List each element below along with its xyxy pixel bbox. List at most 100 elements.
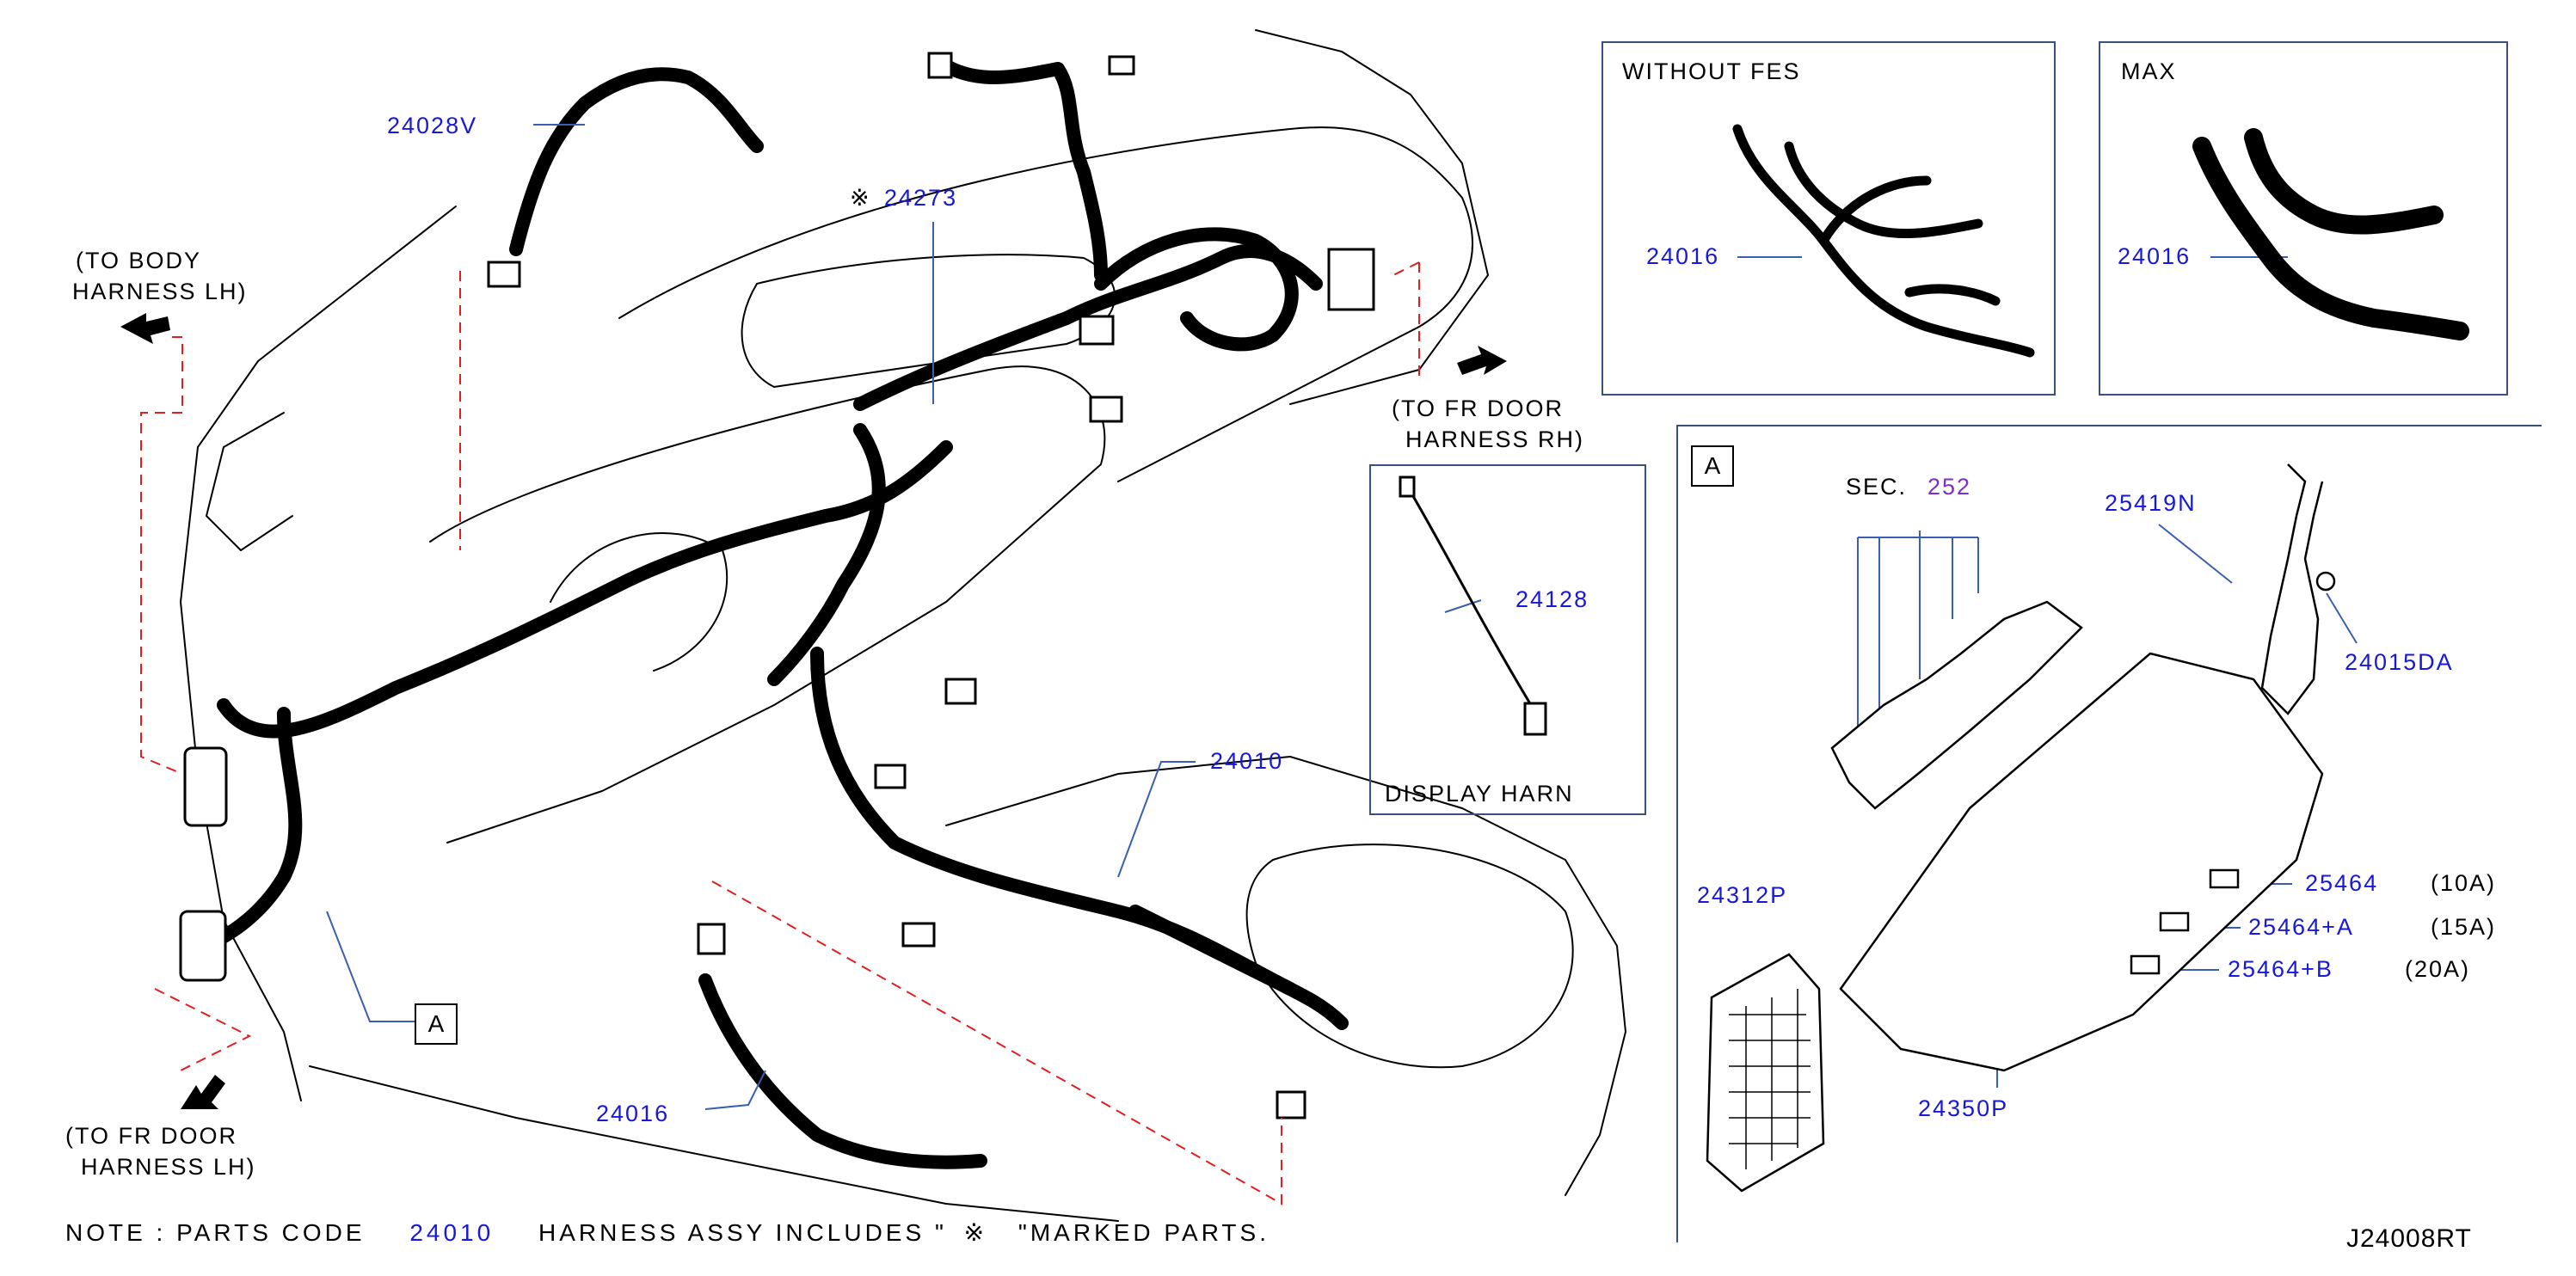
harness-left-branch xyxy=(200,707,303,953)
part-link-24028V[interactable]: 24028V xyxy=(387,113,478,138)
arrow-fr-door-rh-icon xyxy=(1457,346,1507,375)
part-link-25464B[interactable]: 25464+B xyxy=(2228,956,2333,982)
label-without-fes: WITHOUT FES xyxy=(1622,58,1801,84)
harness-max xyxy=(2192,128,2469,340)
detail-frame-max xyxy=(2099,41,2508,396)
link-sec-252[interactable]: 252 xyxy=(1927,474,1972,500)
lower-panel xyxy=(309,1065,1119,1222)
fuse-15A xyxy=(2159,911,2190,932)
label-to-body-harness-lh-2: HARNESS LH) xyxy=(72,279,248,304)
label-amp-20: (20A) xyxy=(2405,956,2471,982)
display-harn-connector xyxy=(1399,475,1416,498)
label-amp-15: (15A) xyxy=(2431,914,2497,940)
label-to-fr-door-rh-2: HARNESS RH) xyxy=(1405,426,1585,452)
part-link-24312P[interactable]: 24312P xyxy=(1697,882,1788,908)
label-display-harn: DISPLAY HARN xyxy=(1385,781,1574,807)
label-to-fr-door-lh-1: (TO FR DOOR xyxy=(65,1123,237,1149)
harness-center-drop xyxy=(767,423,886,686)
guide-fr-door-rh xyxy=(1393,261,1420,378)
connector xyxy=(183,746,228,827)
connector xyxy=(874,764,907,789)
part-link-25464A[interactable]: 25464+A xyxy=(2248,914,2354,940)
note-marked-symbol-icon: ※ xyxy=(963,1219,988,1246)
connector xyxy=(1108,55,1135,76)
dash-outline-center xyxy=(429,365,1106,844)
console-body xyxy=(945,756,1626,1196)
detail-frame-display-harn xyxy=(1369,464,1646,815)
leader-24128 xyxy=(1444,599,1482,613)
harness-without-fes xyxy=(1732,124,2035,358)
guide-24016 xyxy=(711,880,1282,1205)
connector xyxy=(1327,248,1375,311)
leader-24010 xyxy=(1117,761,1196,878)
dash-right-wing xyxy=(1255,29,1489,405)
label-to-fr-door-lh-2: HARNESS LH) xyxy=(81,1154,256,1180)
note-suffix: "MARKED PARTS. xyxy=(1017,1219,1270,1246)
part-link-24010[interactable]: 24010 xyxy=(1210,748,1284,774)
display-harn-wire xyxy=(1409,491,1533,706)
callout-a-main[interactable]: A xyxy=(415,1003,458,1045)
label-to-body-harness-lh-1: (TO BODY xyxy=(76,248,202,273)
connector xyxy=(179,910,227,982)
leader-sec-252 xyxy=(1857,531,1979,739)
leader-24016 xyxy=(704,1070,766,1110)
connector xyxy=(487,261,521,288)
callout-a-section[interactable]: A xyxy=(1691,445,1734,487)
label-max: MAX xyxy=(2121,58,2177,84)
fuse-block-body xyxy=(1839,652,2324,1072)
fuse-relay-stack xyxy=(1830,600,2083,810)
part-link-24016-max[interactable]: 24016 xyxy=(2118,243,2192,269)
connector xyxy=(927,52,953,79)
label-to-fr-door-rh-1: (TO FR DOOR xyxy=(1392,396,1564,421)
display-harn-connector xyxy=(1523,702,1547,736)
note-prefix: NOTE : PARTS CODE xyxy=(65,1219,366,1246)
cover-grille xyxy=(1729,989,1811,1169)
connector xyxy=(901,922,936,948)
label-amp-10: (10A) xyxy=(2431,870,2497,896)
arrow-body-harness-icon xyxy=(120,313,170,344)
dash-outline-top xyxy=(618,126,1473,482)
harness-lower-run xyxy=(810,647,1297,996)
harness-right-cluster xyxy=(1094,227,1299,352)
part-link-24015DA[interactable]: 24015DA xyxy=(2345,649,2454,675)
part-link-24128[interactable]: 24128 xyxy=(1515,586,1589,612)
leader-24015DA xyxy=(2326,592,2358,644)
fuse-20A xyxy=(2130,954,2161,975)
arrow-fr-door-lh-icon xyxy=(181,1075,225,1109)
console-lid xyxy=(1245,844,1574,1069)
connector xyxy=(697,923,726,955)
harness-24016-loop xyxy=(698,973,987,1169)
part-link-24350P[interactable]: 24350P xyxy=(1918,1095,2009,1121)
left-bracket xyxy=(206,412,293,551)
bolt-24015DA xyxy=(2315,571,2336,592)
dash-windshield xyxy=(741,254,1116,388)
marked-symbol-icon: ※ xyxy=(850,185,871,211)
dash-outline-left xyxy=(180,206,457,1101)
panel-a-frame xyxy=(1676,425,2542,1242)
harness-24028V xyxy=(509,67,764,256)
part-link-24016-main[interactable]: 24016 xyxy=(596,1101,670,1126)
part-link-25464[interactable]: 25464 xyxy=(2305,870,2379,896)
part-link-24016-without-fes[interactable]: 24016 xyxy=(1646,243,1720,269)
connector xyxy=(1079,315,1115,346)
guide-body-harness xyxy=(140,336,183,775)
leader-25419N xyxy=(2158,524,2233,584)
fuse-10A xyxy=(2209,868,2240,889)
harness-to-console xyxy=(1128,905,1349,1030)
cover-24312P xyxy=(1706,953,1825,1193)
connector xyxy=(944,678,977,705)
harness-top-lead xyxy=(931,53,1108,282)
leader-callout-a xyxy=(326,911,415,1022)
note-part-link-24010[interactable]: 24010 xyxy=(409,1219,495,1246)
part-link-24273[interactable]: 24273 xyxy=(884,185,958,211)
part-link-25419N[interactable]: 25419N xyxy=(2105,490,2197,516)
note-middle: HARNESS ASSY INCLUDES " xyxy=(538,1219,947,1246)
diagram-code: J24008RT xyxy=(2346,1224,2472,1253)
connector xyxy=(1089,396,1123,423)
label-sec: SEC. xyxy=(1846,474,1908,500)
harness-main-trunk xyxy=(217,440,953,739)
parts-note: NOTE : PARTS CODE 24010 HARNESS ASSY INC… xyxy=(65,1218,1270,1247)
connector xyxy=(1276,1090,1306,1120)
detail-frame-without-fes xyxy=(1602,41,2056,396)
